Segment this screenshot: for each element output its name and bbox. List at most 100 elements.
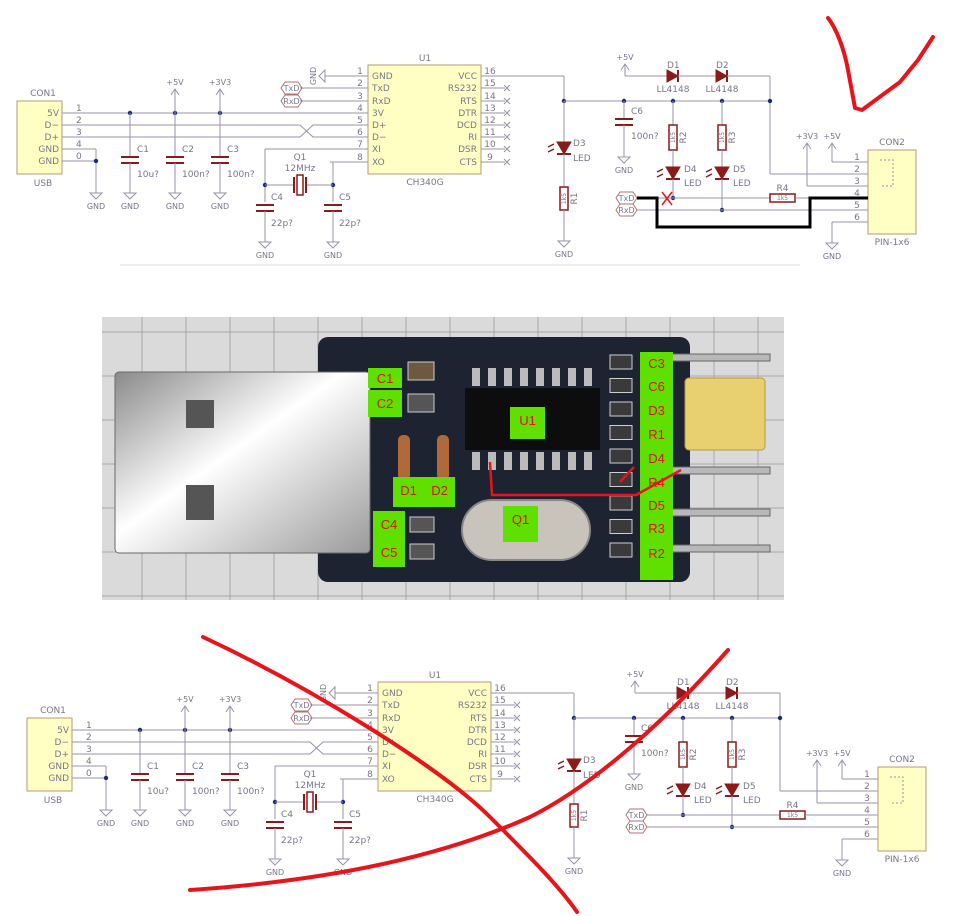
cut-mark-icon [661, 191, 673, 206]
con1-pin-number: 0 [86, 769, 92, 779]
chip-pin [568, 452, 576, 470]
gnd-label: GND [823, 252, 841, 261]
c3-ref: C3 [237, 762, 249, 772]
d2-value: LL4148 [706, 85, 739, 95]
photo-label: D1 [400, 483, 417, 498]
con2-value: PIN-1x6 [885, 855, 920, 865]
chip-pin [552, 452, 560, 470]
photo-label: R2 [648, 546, 665, 561]
con1-body [16, 100, 63, 175]
u1-pin-number: 3 [357, 92, 363, 102]
u1-pin-name: VCC [458, 72, 477, 82]
chip-pin [568, 368, 576, 386]
junction-dot [777, 715, 783, 721]
con1-pin-number: 3 [76, 128, 82, 138]
u1-pin-number: 14 [484, 92, 496, 102]
c3-value: 100n? [237, 787, 265, 797]
gnd-label: GND [319, 684, 328, 702]
u1-pin-number: 2 [367, 696, 373, 706]
d2-value: LL4148 [716, 702, 749, 712]
u1-pin-number: 5 [367, 733, 373, 743]
u1-pin-number: 13 [484, 104, 495, 114]
usb-hole [186, 400, 214, 428]
u1-pin-number: 7 [367, 757, 373, 767]
con2-pin-number: 2 [854, 165, 860, 175]
con1-pin-number: 2 [86, 733, 92, 743]
u1-pin-name: XI [382, 762, 391, 772]
smd-part [409, 516, 435, 533]
no-connect-icon [503, 121, 511, 129]
resistor-ref: R1 [580, 810, 590, 822]
ground-icon [328, 685, 336, 701]
d2-ref: D2 [726, 678, 739, 688]
chip-pin [472, 368, 480, 386]
u1-pin-number: 15 [484, 79, 495, 89]
c1-value: 10u? [147, 787, 169, 797]
diode-icon [725, 686, 739, 700]
diode-body [398, 435, 410, 480]
d3-value: LED [573, 154, 591, 164]
u1-pin-name: GND [382, 689, 403, 699]
gnd-label: GND [221, 819, 239, 828]
led-light-icon [547, 143, 555, 153]
u1-pin-number: 1 [367, 684, 373, 694]
led-light-icon [656, 168, 664, 178]
led-light-icon [705, 168, 713, 178]
ground-icon [212, 192, 228, 200]
chip-pin [520, 452, 528, 470]
c1-ref: C1 [147, 762, 159, 772]
con1-pin-name: 5V [47, 109, 60, 119]
resistor-value: 1k5 [777, 195, 788, 202]
con1-pin-name: D− [55, 738, 69, 748]
power-label: +3V3 [796, 132, 818, 141]
c3-ref: C3 [227, 145, 239, 155]
chip-pin [504, 452, 512, 470]
usb-plug [114, 371, 371, 554]
u1-pin-number: 7 [357, 140, 363, 150]
led-light-icon [666, 785, 674, 795]
u1-value: CH340G [416, 795, 453, 805]
con2-ref: CON2 [889, 755, 915, 765]
gnd-label: GND [565, 867, 583, 876]
gnd-label: GND [87, 202, 105, 211]
con2-footprint-icon [890, 776, 904, 804]
photo-label: D5 [648, 498, 665, 513]
rxd-net-label: RxD [293, 714, 309, 723]
checkmark-icon [826, 16, 935, 112]
ground-icon [132, 809, 148, 817]
con2-pin-number: 4 [854, 189, 860, 199]
c4-ref: C4 [281, 810, 293, 820]
wire [299, 124, 368, 138]
d1-value: LL4148 [667, 702, 700, 712]
con2-pin-number: 5 [854, 201, 860, 211]
header-pin [671, 466, 771, 475]
photo-label-bg [373, 511, 405, 539]
u1-pin-number: 11 [494, 745, 505, 755]
u1-pin-name: RS232 [448, 84, 477, 94]
c4-ref: C4 [271, 193, 283, 203]
wire [299, 124, 368, 138]
power-arrow-icon [630, 680, 640, 688]
resistor-ref: R1 [570, 193, 580, 205]
no-connect-icon [513, 750, 521, 758]
ground-icon [177, 809, 193, 817]
u1-pin-number: 1 [357, 67, 363, 77]
smd-part [609, 354, 633, 370]
con1-ref: CON1 [30, 89, 56, 99]
con2-body [877, 766, 927, 852]
photo-label-bg [640, 374, 673, 398]
c2-value: 100n? [192, 787, 220, 797]
chip-pin [488, 368, 496, 386]
ground-icon [834, 859, 850, 867]
photo-label-bg [373, 539, 405, 567]
con2-pin-number: 1 [864, 770, 870, 780]
con1-pin-number: 0 [76, 152, 82, 162]
photo-label-bg [393, 477, 424, 507]
d3-ref: D3 [573, 139, 586, 149]
ground-icon [88, 192, 104, 200]
rxd-net-label-tag [615, 203, 638, 217]
c2-ref: C2 [182, 145, 194, 155]
ground-icon [122, 192, 138, 200]
